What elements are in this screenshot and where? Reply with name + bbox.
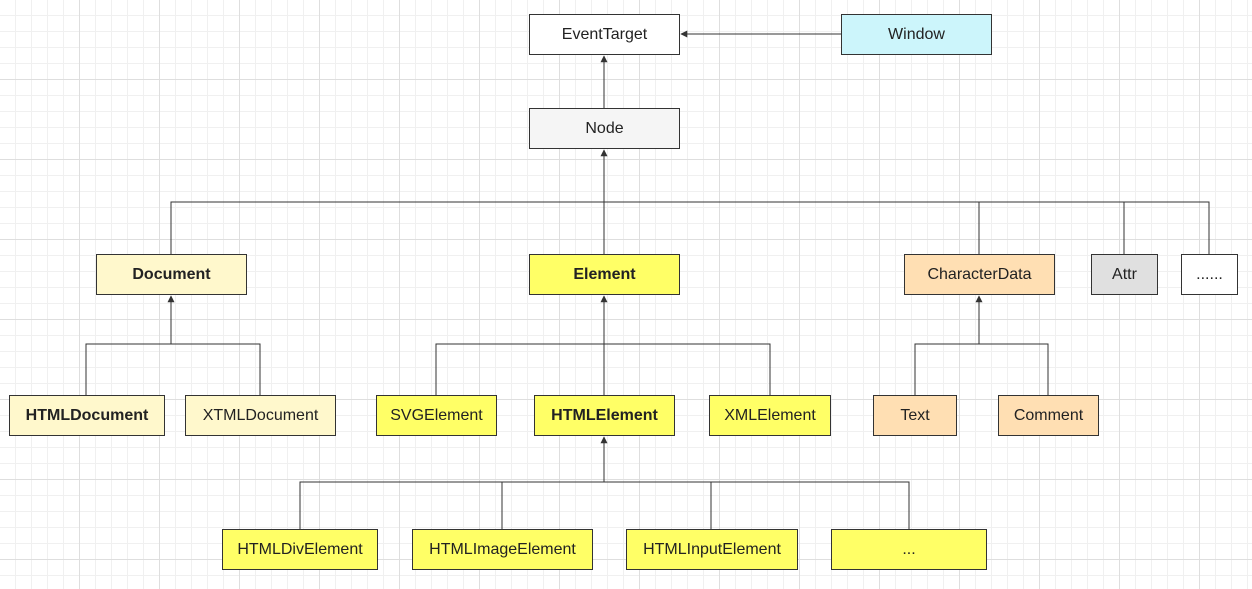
edge-characterdata-children-bus <box>914 343 1049 395</box>
element-node[interactable]: Element <box>529 254 680 295</box>
document-node[interactable]: Document <box>96 254 247 295</box>
edge-document-children-bus <box>85 343 261 395</box>
more-html-elements-node[interactable]: ... <box>831 529 987 570</box>
comment-node[interactable]: Comment <box>998 395 1099 436</box>
htmlimageelement-node[interactable]: HTMLImageElement <box>412 529 593 570</box>
xmlelement-node[interactable]: XMLElement <box>709 395 831 436</box>
attr-node[interactable]: Attr <box>1091 254 1158 295</box>
more-node-types-node[interactable]: ...... <box>1181 254 1238 295</box>
htmldocument-node[interactable]: HTMLDocument <box>9 395 165 436</box>
edge-htmlelement-children-bus <box>299 481 910 529</box>
text-node[interactable]: Text <box>873 395 957 436</box>
svgelement-node[interactable]: SVGElement <box>376 395 497 436</box>
node-node[interactable]: Node <box>529 108 680 149</box>
htmlelement-node[interactable]: HTMLElement <box>534 395 675 436</box>
edge-node-children-bus <box>170 201 1210 254</box>
htmlinputelement-node[interactable]: HTMLInputElement <box>626 529 798 570</box>
window-node[interactable]: Window <box>841 14 992 55</box>
edge-element-children-bus <box>435 343 771 395</box>
htmldivelement-node[interactable]: HTMLDivElement <box>222 529 378 570</box>
xtmldocument-node[interactable]: XTMLDocument <box>185 395 336 436</box>
eventtarget-node[interactable]: EventTarget <box>529 14 680 55</box>
characterdata-node[interactable]: CharacterData <box>904 254 1055 295</box>
